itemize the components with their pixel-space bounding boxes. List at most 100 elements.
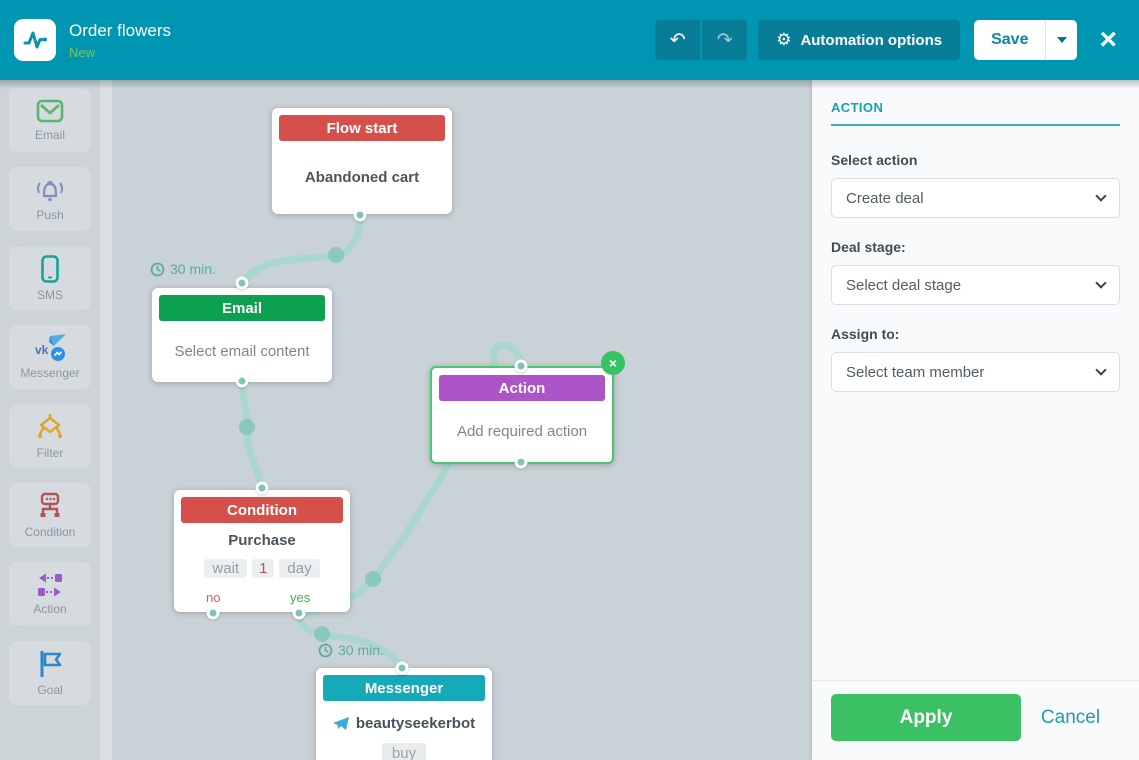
sidebar-item-label: Push [36, 208, 63, 222]
close-editor-button[interactable]: × [1095, 25, 1121, 55]
close-icon: × [609, 356, 617, 370]
node-email-header: Email [159, 295, 325, 321]
undo-icon: ↶ [670, 29, 686, 52]
sidebar-item-label: Messenger [20, 366, 79, 380]
sidebar-item-action[interactable]: Action [9, 562, 91, 626]
deal-stage-dropdown[interactable]: Select deal stage [831, 265, 1120, 305]
node-condition[interactable]: Condition Purchase wait 1 day no yes [174, 490, 350, 612]
redo-icon: ↷ [717, 29, 733, 52]
app-logo [14, 19, 56, 61]
connector-dot-email-in[interactable] [236, 277, 249, 290]
email-delay-text: 30 min. [170, 261, 216, 277]
connector-dot-action-in[interactable] [515, 360, 528, 373]
connector-dot-condition-yes[interactable] [293, 607, 306, 620]
node-flow-start-body: Abandoned cart [305, 169, 419, 186]
element-sidebar: Email Push SMS vk [0, 80, 100, 760]
bot-button-chip: buy [382, 743, 426, 760]
wire-joint-dot [365, 571, 381, 587]
panel-heading: ACTION [831, 100, 1120, 126]
wire-flowstart-email [245, 219, 360, 280]
node-action-body: Add required action [457, 423, 587, 440]
select-action-label: Select action [831, 152, 1120, 168]
clock-icon [150, 262, 165, 277]
branch-yes-label: yes [290, 590, 310, 605]
flow-canvas[interactable]: Flow start Abandoned cart 30 min. Email … [112, 80, 812, 760]
automation-options-label: Automation options [800, 32, 942, 49]
sms-icon [39, 254, 61, 284]
apply-button[interactable]: Apply [831, 694, 1021, 741]
filter-icon [34, 412, 66, 442]
settings-panel: ACTION Select action Create deal Deal st… [812, 80, 1139, 760]
connector-dot-flowstart-out[interactable] [354, 209, 367, 222]
top-bar: Order flowers New ↶ ↷ ⚙ Automation optio… [0, 0, 1139, 80]
deal-stage-label: Deal stage: [831, 239, 1120, 255]
messenger-delay-label: 30 min. [318, 642, 384, 658]
delete-node-button[interactable]: × [601, 351, 625, 375]
sidebar-item-goal[interactable]: Goal [9, 641, 91, 705]
sidebar-item-condition[interactable]: Condition [9, 483, 91, 547]
connector-dot-action-out[interactable] [515, 456, 528, 469]
branch-no-label: no [206, 590, 220, 605]
wait-label-chip: wait [204, 559, 247, 578]
connector-dot-email-out[interactable] [236, 375, 249, 388]
save-dropdown-button[interactable] [1046, 20, 1077, 60]
wire-joint-dot [314, 626, 330, 642]
sidebar-item-label: Condition [25, 525, 76, 539]
email-delay-label: 30 min. [150, 261, 216, 277]
flow-status-badge: New [69, 45, 171, 60]
select-action-dropdown[interactable]: Create deal [831, 178, 1120, 218]
svg-text:vk: vk [35, 343, 49, 357]
select-action-value: Create deal [846, 190, 924, 207]
assign-to-label: Assign to: [831, 326, 1120, 342]
redo-button[interactable]: ↷ [702, 20, 747, 60]
email-icon [35, 98, 65, 124]
sidebar-item-label: Action [33, 602, 66, 616]
messenger-delay-text: 30 min. [338, 642, 384, 658]
node-messenger[interactable]: Messenger beautyseekerbot buy [316, 668, 492, 760]
sidebar-item-messenger[interactable]: vk Messenger [9, 325, 91, 389]
panel-footer: Apply Cancel [812, 680, 1139, 760]
connector-dot-condition-no[interactable] [207, 607, 220, 620]
node-email[interactable]: Email Select email content [152, 288, 332, 382]
condition-icon [34, 491, 66, 521]
connector-dot-messenger-in[interactable] [396, 662, 409, 675]
sidebar-item-label: Goal [37, 683, 62, 697]
clock-icon [318, 643, 333, 658]
wait-value-chip: 1 [252, 559, 274, 578]
bot-name: beautyseekerbot [356, 715, 475, 732]
sidebar-item-filter[interactable]: Filter [9, 404, 91, 468]
connector-dot-condition-in[interactable] [256, 482, 269, 495]
sidebar-item-email[interactable]: Email [9, 88, 91, 152]
sidebar-item-label: Filter [37, 446, 64, 460]
pulse-icon [21, 26, 49, 54]
workspace: Email Push SMS vk [0, 80, 1139, 760]
cancel-link[interactable]: Cancel [1021, 707, 1120, 729]
close-icon: × [1099, 23, 1117, 56]
gear-icon: ⚙ [776, 30, 791, 50]
undo-button[interactable]: ↶ [655, 20, 700, 60]
wire-joint-dot [239, 419, 255, 435]
sidebar-item-sms[interactable]: SMS [9, 246, 91, 310]
chevron-down-icon [1095, 190, 1106, 201]
assign-to-dropdown[interactable]: Select team member [831, 352, 1120, 392]
chevron-down-icon [1095, 277, 1106, 288]
automation-options-button[interactable]: ⚙ Automation options [758, 20, 960, 60]
action-icon [35, 572, 65, 598]
sidebar-item-label: SMS [37, 288, 63, 302]
wire-joint-dot [328, 247, 344, 263]
node-condition-body: Purchase [228, 532, 296, 549]
sidebar-scroll-track [100, 80, 112, 760]
save-split-button: Save [974, 20, 1077, 60]
node-email-body: Select email content [174, 343, 309, 360]
node-condition-header: Condition [181, 497, 343, 523]
node-action[interactable]: Action Add required action [430, 366, 614, 464]
wait-unit-chip: day [279, 559, 319, 578]
node-messenger-header: Messenger [323, 675, 485, 701]
goal-icon [36, 649, 64, 679]
node-action-header: Action [439, 375, 605, 401]
node-flow-start[interactable]: Flow start Abandoned cart [272, 108, 452, 214]
save-button[interactable]: Save [974, 20, 1045, 60]
messenger-icon: vk [32, 334, 68, 362]
telegram-icon [333, 717, 349, 731]
sidebar-item-push[interactable]: Push [9, 167, 91, 231]
